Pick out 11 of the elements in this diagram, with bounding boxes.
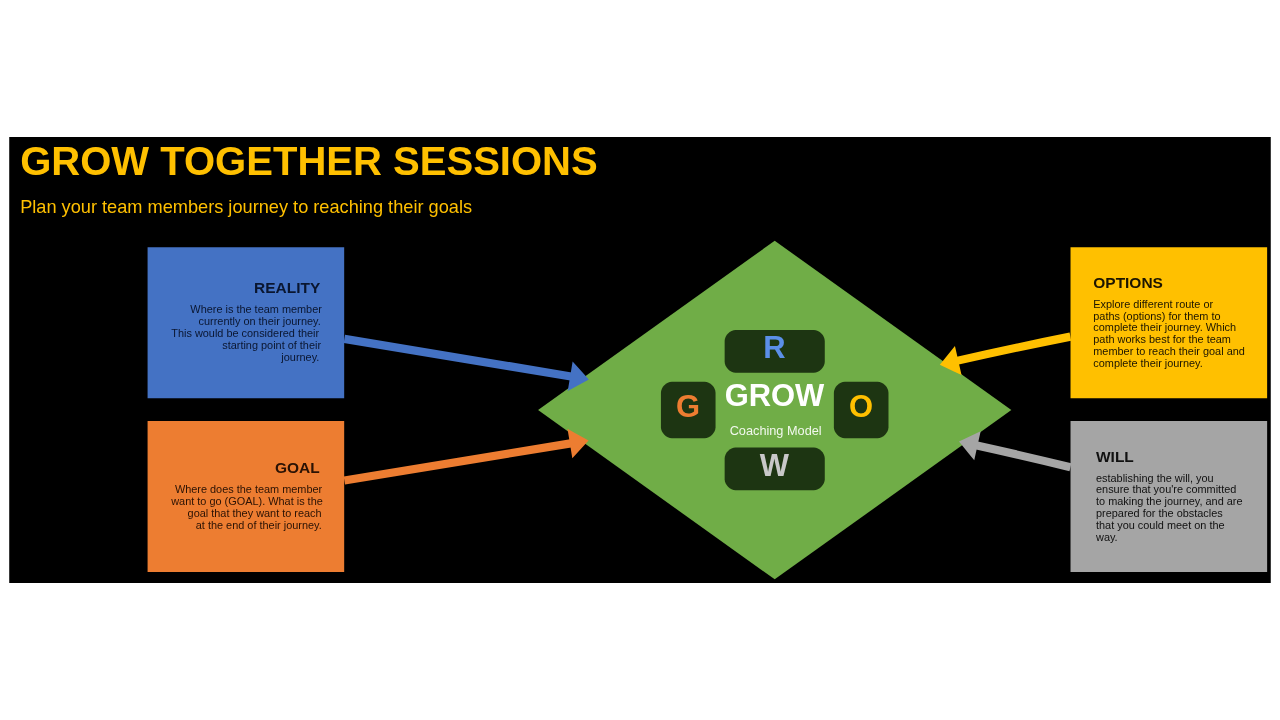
arrow — [343, 334, 589, 391]
label: Plan your team members journey to reaching their goals — [20, 196, 473, 217]
arrow — [939, 332, 1072, 376]
arrow — [343, 428, 589, 485]
node-box: WILL establishing the will, you ensure that you're committed to making the journey, and are prepared for the obstacles that you could meet on the way. — [1070, 421, 1268, 573]
node-box: REALITY Where is the team member currently on their journey. This would be considered their starting point of their journey. — [147, 247, 345, 399]
node-box: OPTIONS Explore different route or paths (options) for them to complete their journey. Which path works best for the team member to reach their goal and complete their journey. — [1070, 247, 1268, 399]
node-diamond: R G GROW O Coaching Model W — [538, 240, 1012, 580]
diagram-title: GROW TOGETHER SESSIONS — [20, 139, 598, 184]
arrow — [959, 431, 1072, 472]
node-box: GOAL Where does the team member want to go (GOAL). What is the goal that they want to reach at the end of their journey. — [147, 421, 345, 573]
